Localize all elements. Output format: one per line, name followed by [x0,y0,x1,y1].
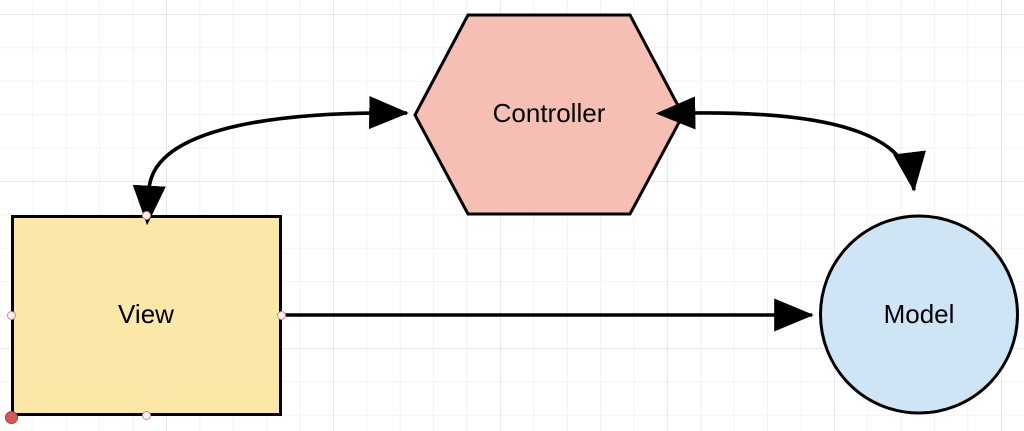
view-left-handle[interactable] [6,310,16,320]
node-controller-label-text: Controller [492,98,606,128]
node-view-shape[interactable] [11,215,282,416]
view-right-handle[interactable] [276,310,286,320]
view-corner-handle[interactable] [4,410,18,424]
node-view-label-text: View [118,299,174,329]
node-model-label-text: Model [883,299,955,329]
edge-controller-model[interactable] [655,96,926,192]
view-bottom-handle[interactable] [141,410,151,420]
view-top-handle[interactable] [141,210,151,220]
node-model-shape[interactable] [819,214,1019,415]
edge-view-controller[interactable] [132,95,409,226]
